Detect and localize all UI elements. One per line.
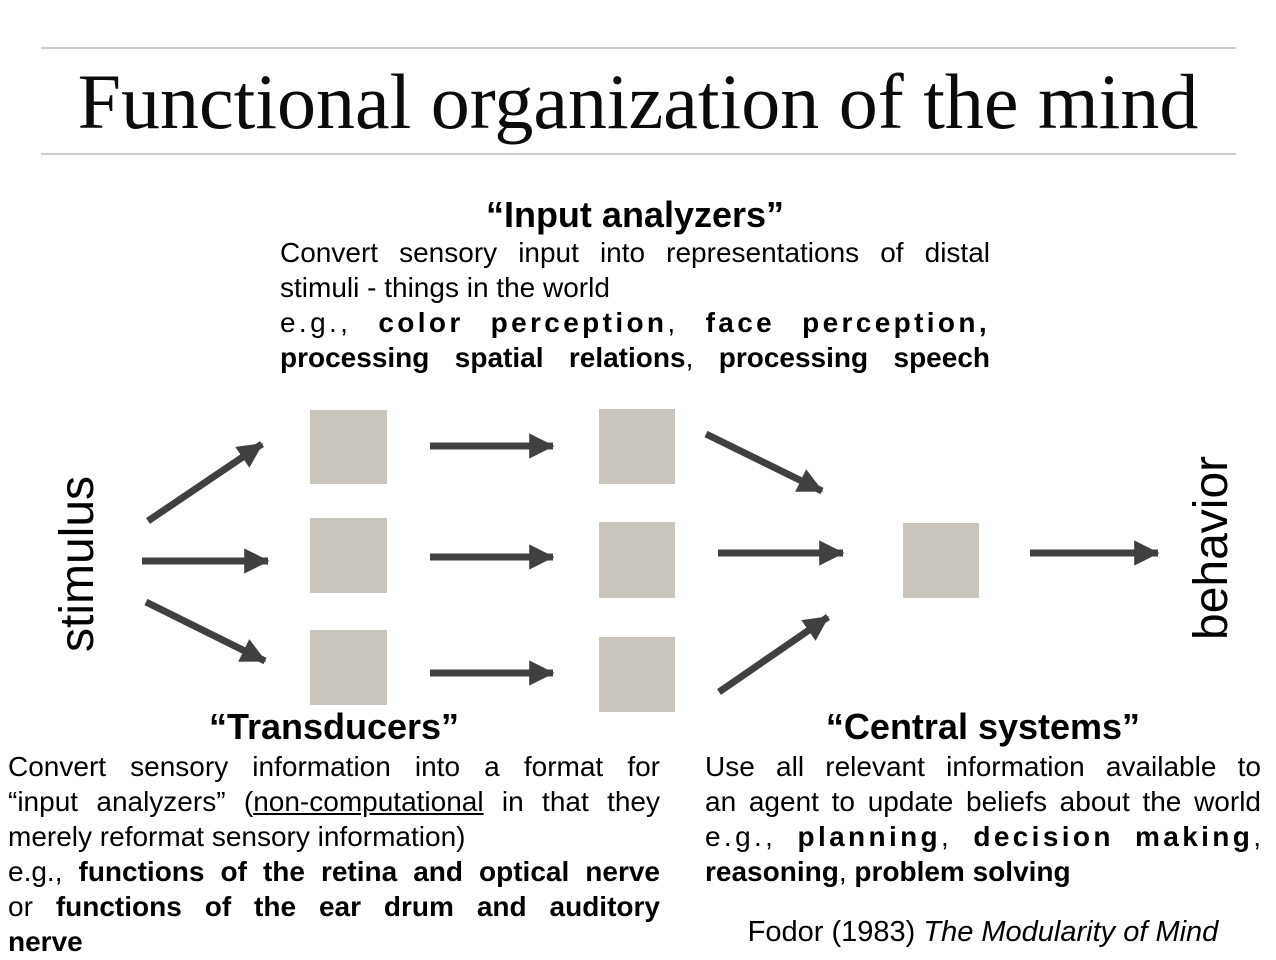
arrow-stimulus-to-transducer-1 [146, 441, 264, 524]
text-line: merely reformat sensory information) [8, 819, 660, 854]
text-segment: planning [797, 821, 942, 852]
text-segment: e.g., [705, 821, 798, 852]
text-line: “input analyzers” (non-computational in … [8, 784, 660, 819]
text-segment: e.g., [280, 307, 379, 338]
text-segment: processing speech [718, 342, 990, 373]
title-rule-top [41, 47, 1236, 49]
text-segment: Use all relevant information available t… [705, 751, 1261, 782]
page-title: Functional organization of the mind [77, 58, 1199, 145]
module-box-analyzer-3 [599, 637, 675, 712]
text-segment: merely reformat sensory information) [8, 821, 466, 852]
text-segment: , [838, 856, 855, 887]
citation-prefix: Fodor (1983) [747, 916, 924, 948]
text-segment: an agent to update beliefs about the wor… [705, 786, 1261, 817]
module-box-transducer-1 [310, 410, 387, 484]
input-analyzers-heading: “Input analyzers” [485, 194, 785, 235]
text-segment: color perception [378, 307, 668, 338]
text-line: reasoning, problem solving [705, 854, 1261, 889]
behavior-label: behavior [1185, 455, 1238, 640]
text-line: e.g., color perception, face perception, [280, 305, 990, 340]
module-box-analyzer-2 [599, 522, 675, 598]
text-segment: functions of the retina and optical nerv… [78, 856, 661, 887]
text-segment: , [685, 342, 719, 373]
transducers-text: Convert sensory information into a forma… [8, 749, 660, 959]
text-segment: in that they [483, 786, 660, 817]
text-segment: functions of the ear drum and auditory [55, 891, 660, 922]
title-rule-bottom [41, 153, 1236, 155]
module-box-transducer-2 [310, 518, 387, 593]
text-line: Convert sensory information into a forma… [8, 749, 660, 784]
text-segment: problem solving [854, 856, 1071, 887]
text-segment: , [1253, 821, 1261, 852]
text-line: stimuli - things in the world [280, 270, 990, 305]
text-line: Convert sensory input into representatio… [280, 235, 990, 270]
module-box-central-system [903, 523, 979, 598]
text-line: Use all relevant information available t… [705, 749, 1261, 784]
text-line: e.g., functions of the retina and optica… [8, 854, 660, 889]
text-line: an agent to update beliefs about the wor… [705, 784, 1261, 819]
text-segment: “input analyzers” ( [8, 786, 254, 817]
central-systems-text: Use all relevant information available t… [705, 749, 1261, 889]
text-segment: Convert sensory input into representatio… [280, 237, 990, 268]
citation-book-title: The Modularity of Mind [923, 916, 1219, 948]
text-segment: nerve [8, 926, 83, 957]
text-segment: reasoning [705, 856, 839, 887]
module-box-transducer-3 [310, 630, 387, 705]
arrow-analyzer-1-to-central-system [704, 430, 824, 495]
arrow-analyzer-3-to-central-system [717, 614, 830, 695]
text-line: e.g., planning, decision making, [705, 819, 1261, 854]
text-segment: e.g., [8, 856, 79, 887]
text-segment: decision making [973, 821, 1254, 852]
transducers-heading: “Transducers” [208, 706, 460, 747]
text-segment: face perception, [705, 307, 991, 338]
module-box-analyzer-1 [599, 409, 675, 484]
input-analyzers-text: Convert sensory input into representatio… [280, 235, 990, 375]
text-segment: , [667, 307, 706, 338]
text-segment: processing spatial relations [280, 342, 686, 373]
text-segment: non-computational [253, 786, 484, 817]
text-segment: stimuli - things in the world [280, 272, 610, 303]
text-segment: , [941, 821, 974, 852]
text-line: or functions of the ear drum and auditor… [8, 889, 660, 924]
citation: Fodor (1983) The Modularity of Mind [705, 916, 1261, 949]
central-systems-heading: “Central systems” [825, 706, 1141, 747]
text-segment: Convert sensory information into a forma… [8, 751, 660, 782]
arrow-stimulus-to-transducer-3 [144, 598, 267, 665]
text-line: nerve [8, 924, 660, 959]
text-line: processing spatial relations, processing… [280, 340, 990, 375]
stimulus-label: stimulus [51, 475, 104, 653]
text-segment: or [8, 891, 56, 922]
